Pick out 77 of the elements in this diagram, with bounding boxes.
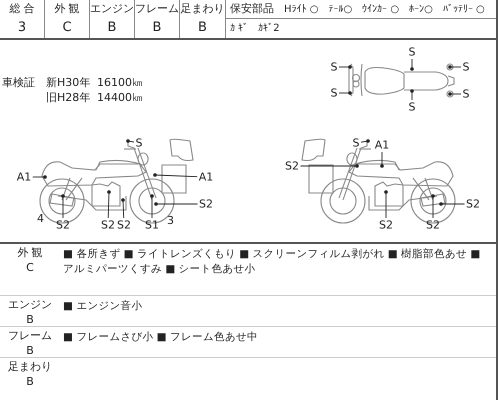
callout-label: S xyxy=(352,138,360,148)
column-heading: 保安部品 xyxy=(230,2,274,16)
grade-value: B xyxy=(26,376,34,388)
callout-label: S2 xyxy=(379,220,393,230)
callout-label: S2 xyxy=(285,160,299,172)
callout-label: A1 xyxy=(198,172,214,182)
column-heading: エンジン xyxy=(90,2,134,15)
leader-line xyxy=(448,92,462,96)
callout-label: S xyxy=(330,62,338,72)
callout-label: S2 xyxy=(117,220,131,230)
callout-label: A1 xyxy=(374,140,390,150)
check-item: ﾃｰﾙ○ xyxy=(328,4,352,14)
leader-line xyxy=(431,194,435,218)
leader-line xyxy=(338,91,352,95)
key-heading: ｶ ｷﾞ xyxy=(230,23,248,34)
grade-value: B xyxy=(108,20,116,36)
check-item: ﾊﾞｯﾃﾘｰ ○ xyxy=(442,4,485,14)
leader-line xyxy=(153,173,198,178)
leader-line xyxy=(448,65,462,69)
leader-line xyxy=(300,164,359,168)
item-heading: 外 観 xyxy=(17,247,43,260)
motorcycle-top-drawing xyxy=(348,63,455,98)
item-heading: フレーム xyxy=(8,330,52,342)
item-heading: 車検証 xyxy=(2,75,35,90)
leader-line xyxy=(439,202,465,206)
callout-label: S2 xyxy=(56,220,70,230)
leader-line xyxy=(150,194,154,218)
leader-line xyxy=(154,202,198,206)
column-heading: フレーム xyxy=(135,2,179,15)
callout-label: S2 xyxy=(101,220,115,230)
remark-text: ■ 各所きず ■ ライトレンズくもり ■ スクリーンフィルム剥がれ ■ 樹脂部色あせ ■ アルミパーツくすみ ■ シート色あせ小 xyxy=(62,247,482,277)
check-item: ﾎｰﾝ○ xyxy=(409,4,433,14)
check-item: ｳｲﾝｶｰ ○ xyxy=(362,4,400,14)
callout-number: 3 xyxy=(167,214,174,227)
callout-label: S xyxy=(330,88,338,98)
leader-line xyxy=(32,175,47,179)
leader-line xyxy=(338,65,352,69)
column-heading: 総 合 xyxy=(9,2,35,15)
grade-value: C xyxy=(26,262,34,274)
callout-label: S xyxy=(136,138,142,148)
callout-label: S xyxy=(408,46,416,58)
grade-value: 3 xyxy=(18,20,26,36)
callout-label: S1 xyxy=(145,220,159,230)
check-item: Hﾗｲﾄ ○ xyxy=(284,4,318,14)
callout-number: 4 xyxy=(37,212,44,225)
callout-label: S xyxy=(462,88,470,100)
leader-line xyxy=(384,190,388,218)
leader-line xyxy=(380,152,384,168)
callout-label: S xyxy=(408,102,416,112)
grade-value: B xyxy=(26,314,34,326)
column-heading: 外 観 xyxy=(54,2,80,15)
mileage-text: 14400㎞ xyxy=(97,90,143,105)
callout-label: S2 xyxy=(426,220,440,230)
callout-label: S2 xyxy=(199,198,213,210)
grade-value: B xyxy=(152,20,162,36)
date-text: 新H30年 xyxy=(46,75,90,90)
leader-line xyxy=(126,139,134,143)
leader-line xyxy=(410,89,414,100)
remark-text: ■ フレームさび小 ■ フレーム色あせ中 xyxy=(62,330,259,345)
key-count: ｶｷﾞ2 xyxy=(258,23,280,34)
grade-value: B xyxy=(198,20,207,36)
mileage-text: 16100㎞ xyxy=(97,75,143,90)
callout-label: S2 xyxy=(466,198,480,210)
leader-line xyxy=(61,194,65,218)
leader-line xyxy=(360,139,370,143)
item-heading: エンジン xyxy=(8,299,52,312)
callout-label: A1 xyxy=(16,172,32,182)
callout-label: S xyxy=(462,62,470,72)
item-heading: 足まわり xyxy=(8,361,52,374)
remark-text: ■ エンジン音小 xyxy=(62,299,144,314)
leader-line xyxy=(107,190,111,218)
grade-value: B xyxy=(26,345,34,358)
grade-value: C xyxy=(62,20,72,36)
date-text: 旧H28年 xyxy=(46,90,90,105)
column-heading: 足まわり xyxy=(180,2,224,15)
leader-line xyxy=(121,198,125,218)
leader-line xyxy=(410,58,414,71)
